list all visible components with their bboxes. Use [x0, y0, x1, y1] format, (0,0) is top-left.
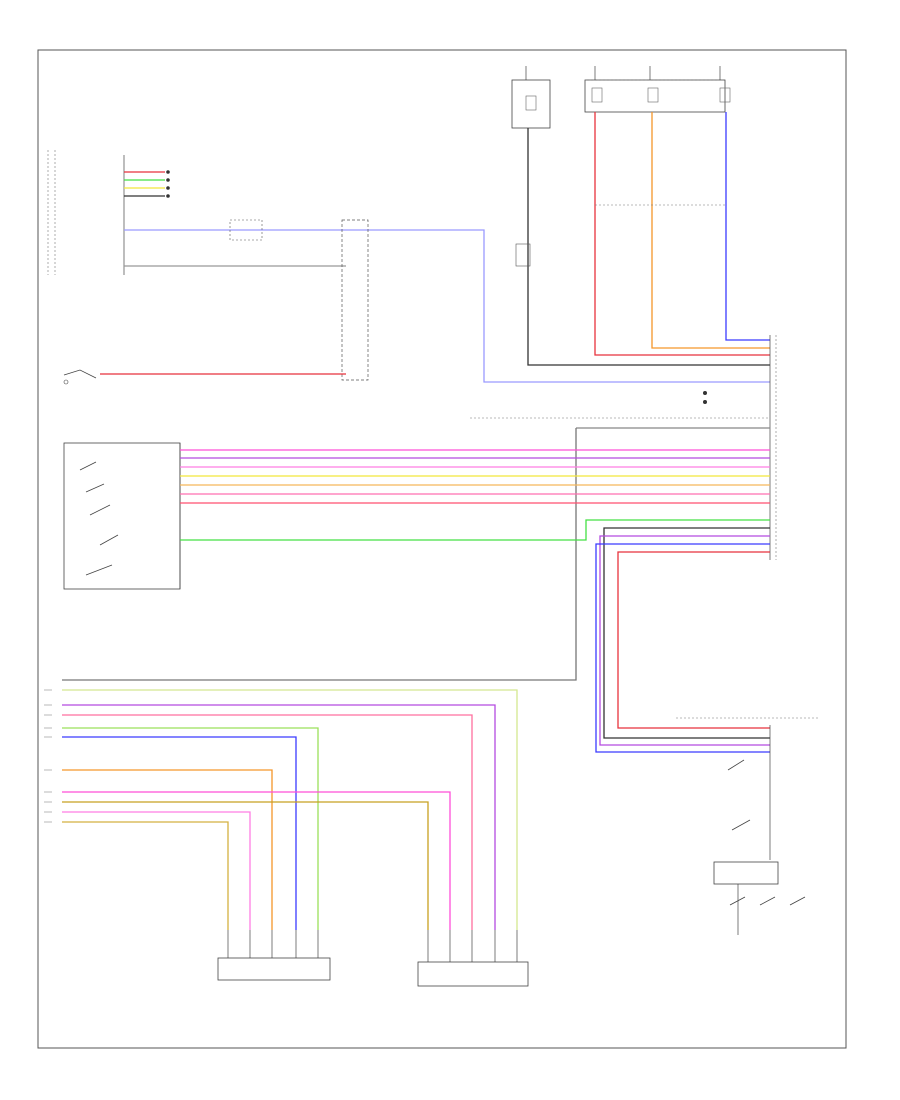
fuse-3 — [647, 87, 659, 103]
wire-blue-out — [595, 543, 770, 753]
module-output-wires — [595, 527, 770, 753]
wire-blue-supply — [725, 112, 770, 341]
wire-black-out — [603, 527, 770, 739]
relay-box — [515, 243, 531, 267]
wire-blue-top — [124, 229, 770, 383]
fuse-2 — [591, 87, 603, 103]
connector-dot-2 — [166, 178, 170, 182]
supply-wires — [515, 112, 770, 366]
seat-switch-bus — [180, 449, 770, 541]
module-dot-1 — [703, 391, 707, 395]
module-dot-2 — [703, 400, 707, 404]
wire-violet-bottom — [62, 704, 496, 930]
front-motor-connector — [217, 957, 331, 981]
wire-olive-bottom — [62, 801, 429, 930]
connector-dot-3 — [166, 186, 170, 190]
switch-box-top — [229, 219, 263, 241]
wire-pink-bottom — [62, 714, 473, 930]
control-module-right — [769, 335, 777, 560]
lumbar-control-box — [713, 861, 779, 885]
motor-connectors — [217, 930, 529, 987]
junction-box-top — [341, 219, 369, 381]
wire-black-main — [527, 128, 770, 366]
wire-pink-b2 — [62, 791, 451, 930]
wire-gray-down — [62, 428, 577, 681]
left-switch-small — [63, 369, 346, 385]
diagram-frame — [37, 49, 847, 1049]
fuse-1 — [525, 95, 537, 111]
fuse-4 — [719, 87, 731, 103]
connector-dot-4 — [166, 194, 170, 198]
fuse-block-top — [511, 66, 731, 129]
wire-red-out — [617, 551, 770, 729]
lumbar-motor-connector — [417, 961, 529, 987]
wire-red-supply — [594, 112, 770, 356]
wire-green-1 — [180, 519, 770, 541]
wire-green-bottom — [62, 689, 518, 930]
power-seat-switch — [63, 442, 181, 590]
wire-orange-supply — [651, 112, 770, 349]
left-connector-top — [47, 150, 170, 275]
module-input-wires — [62, 391, 770, 681]
wire-blue-bottom — [62, 736, 297, 930]
wire-orange-bottom — [62, 769, 273, 930]
wire-lgreen-bottom — [62, 727, 319, 930]
wire-violet-out — [599, 535, 770, 746]
left-pin-ticks — [44, 689, 52, 823]
lumbar-switch — [676, 717, 818, 935]
bottom-harness — [62, 689, 518, 930]
wire-pink-b3 — [62, 811, 251, 930]
wire-olive-b2 — [62, 821, 229, 930]
connector-dot-1 — [166, 170, 170, 174]
